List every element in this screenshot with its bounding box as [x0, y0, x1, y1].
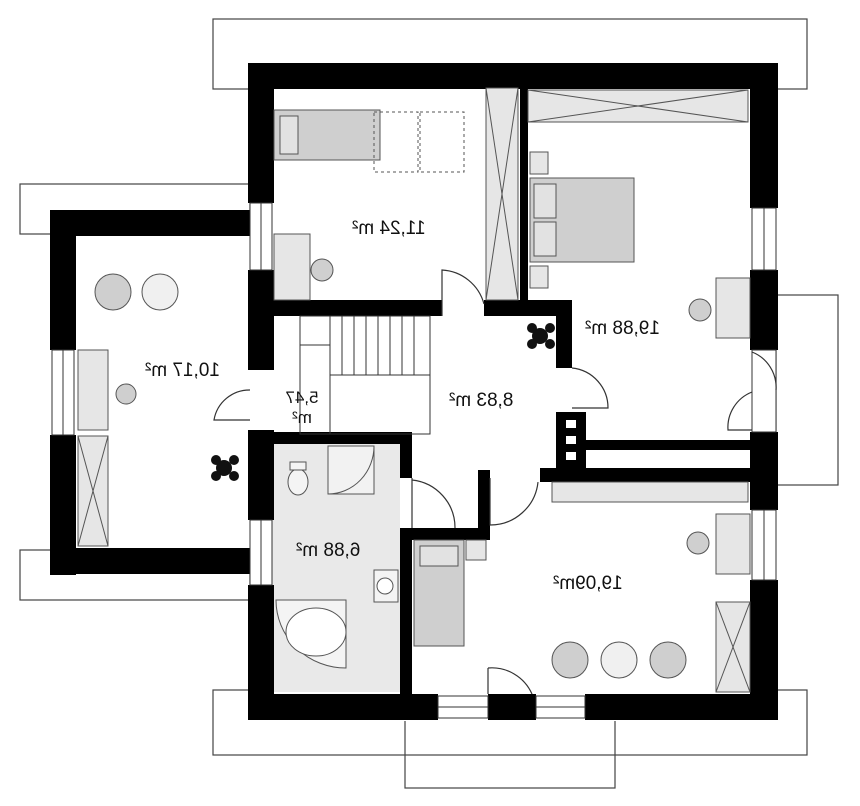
- room-area-bedroom-bottom: 19,09m²: [553, 573, 623, 594]
- doors: [213, 269, 777, 695]
- chimney-block: [566, 420, 576, 460]
- room-area-bedroom-top: 11,24 m²: [352, 218, 426, 239]
- room-area-hall: 8,83 m²: [449, 390, 514, 411]
- room-area-study: 10,17 m²: [145, 360, 220, 381]
- furniture: [77, 87, 751, 693]
- stairs: [299, 315, 431, 435]
- room-area-bathroom: 6,88 m²: [296, 540, 361, 561]
- interior-walls: [272, 88, 755, 696]
- room-area-bedroom-main: 19,88 m²: [585, 318, 660, 339]
- windows: [51, 202, 777, 719]
- exterior-walls: [50, 63, 778, 720]
- plant-icon: [211, 323, 555, 481]
- room-area-hall-small: 5,47 m²: [285, 388, 319, 427]
